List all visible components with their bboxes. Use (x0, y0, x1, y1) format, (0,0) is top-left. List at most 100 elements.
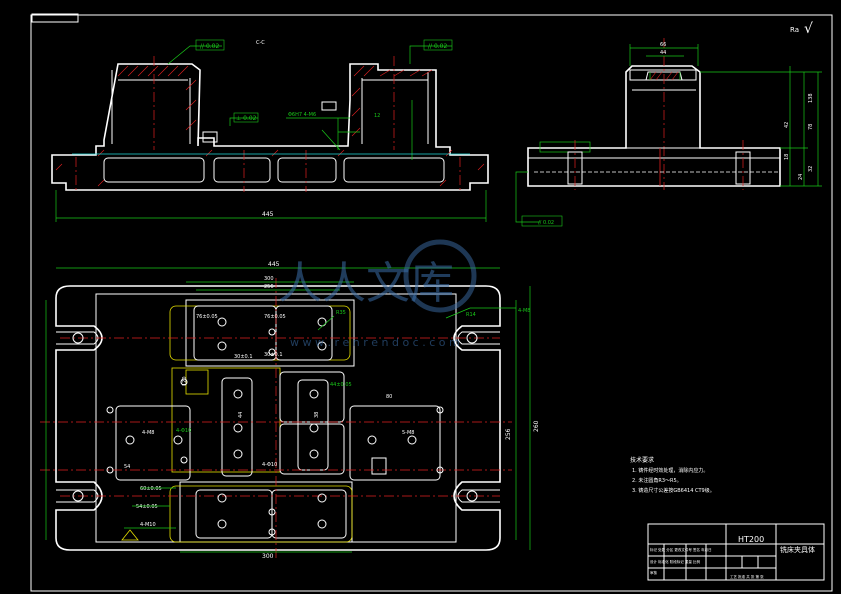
cavity-3 (277, 157, 337, 183)
notes-heading: 技术要求 (630, 456, 654, 464)
dim-inner-11: 4-Φ10 (262, 462, 277, 468)
dim-overall: 445 (262, 211, 274, 218)
leader-r35 (317, 315, 335, 331)
tb-row-3: 审核 (650, 570, 658, 575)
corner-roughness: Ra (790, 26, 799, 34)
dim-lower-left: 60±0.05 (140, 486, 162, 492)
side-outline (527, 65, 781, 187)
side-tol-text: // 0.02 (538, 220, 554, 226)
fit-leader-2 (321, 129, 341, 151)
cavity-4 (343, 157, 445, 183)
side-view: 66 44 138 78 42 18 32 24 // 0.02 (515, 38, 822, 227)
side-tol-box (521, 215, 563, 227)
tb-row-4: 工艺 批准 共 张 第 张 (730, 574, 764, 579)
plan-dim-height: 256 (505, 428, 512, 440)
side-left-boss (539, 141, 591, 153)
side-hatch (649, 71, 679, 81)
tol-text-left: // 0.02 (200, 43, 219, 50)
hatch-base (55, 149, 485, 187)
plan-dim-bottom-text: 300 (262, 553, 274, 560)
plan-dim-inner-text: 300 (264, 276, 274, 282)
leader-tol-left (167, 45, 222, 65)
dim-lower-left3: 4-M10 (140, 522, 156, 528)
section-label: C-C (256, 40, 265, 46)
note-1: 1. 铸件经时效处理，消除内应力。 (632, 467, 708, 474)
cavity-2 (213, 157, 271, 183)
dim-left-a: 120 (182, 376, 188, 386)
tol-box-right (423, 39, 453, 51)
tb-material: HT200 (738, 535, 764, 544)
plan-dim-inner2-text: 256 (264, 284, 274, 290)
dim-inner-9: 4-M8 (142, 430, 154, 436)
fit-note: Φ6H7 4-M6 (288, 112, 316, 118)
top-fit-box (321, 101, 337, 111)
sheet-border (30, 14, 833, 592)
plan-dim-height2: 260 (533, 420, 540, 432)
dim-side: 12 (374, 113, 380, 119)
plan-dim-total-text: 445 (268, 261, 280, 268)
watermark-url: w w w . r e n r e n d o c . c o m (290, 336, 460, 349)
tb-name: 铣床夹具体 (780, 545, 815, 554)
side-dim-r3: 42 (784, 122, 790, 128)
plan-holes (72, 317, 478, 536)
bottom-block (179, 481, 353, 543)
side-top-recess (645, 71, 683, 81)
dim-top-right: 4-M8 (518, 308, 530, 314)
side-dim-r2: 78 (808, 124, 814, 130)
dim-slot: R14 (466, 312, 476, 318)
bottom-pad-2 (271, 489, 347, 539)
side-dim-top-text: 66 (660, 42, 666, 48)
hatch-right (351, 65, 433, 137)
side-dim-r6: 24 (798, 174, 804, 180)
side-dim-r4: 18 (784, 154, 790, 160)
dim-inner-4: 44 (238, 412, 244, 418)
dim-inner-1: 76±0.05 (264, 314, 286, 320)
front-view: // 0.02 // 0.02 C-C ⊥ 0.02 Φ6H7 4-M6 12 … (51, 39, 489, 222)
top-block (185, 299, 355, 367)
watermark-text: 人人文库 (278, 258, 454, 309)
corner-check: √ (804, 21, 813, 37)
watermark-logo (403, 239, 477, 313)
leader-perp (229, 117, 258, 126)
dim-inner-0: 76±0.05 (196, 314, 218, 320)
watermark: 人人文库 w w w . r e n r e n d o c . c o m (278, 239, 477, 349)
mid-small-l (185, 369, 209, 395)
right-upright-inner (361, 72, 429, 144)
bottom-pad-yellow (169, 485, 353, 543)
dim-left-b: 54 (124, 464, 130, 470)
leader-tol-right (409, 45, 452, 64)
dim-r35: R35 (336, 310, 346, 316)
tol-box-left (195, 39, 225, 51)
tol-text-right: // 0.02 (428, 43, 447, 50)
bottom-pad-1 (195, 489, 273, 539)
mid-right-post (297, 379, 329, 471)
title-block-frame (647, 523, 825, 581)
side-dim-r1: 138 (808, 93, 814, 103)
side-tol-leader (515, 171, 540, 223)
left-upright-inner (111, 70, 191, 144)
tol-text-perp: ⊥ 0.02 (236, 115, 257, 122)
side-dim-r5: 32 (808, 166, 814, 172)
note-2: 2. 未注圆角R3～R5。 (632, 477, 682, 484)
side-green-marks (649, 72, 681, 80)
mid-left-yellow (171, 367, 281, 473)
center-boss (202, 131, 218, 143)
small-marker-bl (121, 529, 139, 541)
plan-outline (55, 285, 501, 551)
dim-inner-6: 44±0.05 (330, 382, 352, 388)
plan-view: 445 300 256 300 256 260 4-M8 R35 R14 76±… (40, 261, 540, 560)
dim-lower-left2: 54±0.05 (136, 504, 158, 510)
hatch-left (117, 65, 197, 131)
dim-inner-8: 4-Φ10 (176, 428, 191, 434)
note-3: 3. 铸造尺寸公差按GB6414 CT9级。 (632, 487, 715, 494)
dim-inner-5: 38 (314, 412, 320, 418)
topleft-box (31, 13, 79, 23)
title-block: HT200 铣床夹具体 标记 处数 分区 更改文件号 签名 年月日 设计 标准化… (647, 523, 825, 581)
tol-box-perp (233, 112, 259, 123)
tb-row-2: 设计 标准化 阶段标记 重量 比例 (650, 559, 700, 564)
left-block (115, 405, 191, 481)
dim-inner-10: 5-M8 (402, 430, 414, 436)
tech-notes: 技术要求 1. 铸件经时效处理，消除内应力。 2. 未注圆角R3～R5。 3. … (630, 456, 715, 494)
